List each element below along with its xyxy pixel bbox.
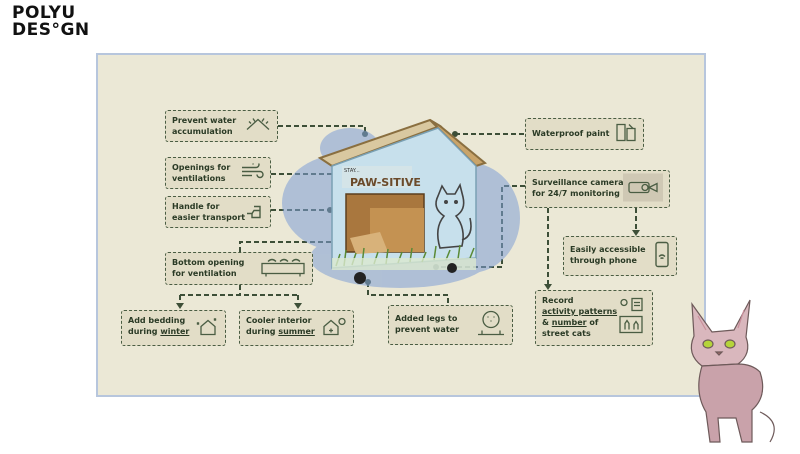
record-line-1: Record (542, 296, 574, 305)
bedding-season: winter (160, 327, 190, 336)
feature-record: Record activity patterns & number of str… (535, 290, 653, 346)
feature-legs: Added legs to prevent water (388, 305, 513, 345)
bedding-line-1: Add bedding (128, 316, 186, 325)
sphynx-cat-illustration (672, 292, 792, 450)
record-number: number (551, 318, 587, 327)
hand-handle-icon (244, 202, 264, 223)
feature-handle-label: Handle for easier transport (172, 202, 246, 222)
record-street-cats: street cats (542, 329, 591, 338)
feature-camera-label: Surveillance camera for 24/7 monitoring (532, 178, 624, 198)
sign-small-text: STAY... (344, 168, 360, 174)
wind-icon (240, 160, 264, 183)
feature-bottom-opening-label: Bottom opening for ventilation (172, 258, 245, 278)
bedding-line-2: during (128, 327, 161, 336)
feature-openings-label: Openings for ventilations (172, 163, 231, 183)
brand-logo: POLYU DES°GN (12, 5, 90, 39)
feature-bedding: Add bedding during winter (121, 310, 226, 346)
record-cats-icon (616, 297, 646, 340)
snow-house-icon (195, 317, 219, 340)
feature-waterproof-label: Waterproof paint (532, 129, 610, 138)
cooler-season: summer (278, 327, 315, 336)
record-of: of (586, 318, 599, 327)
camera-icon (623, 173, 663, 205)
brand-line-2: DES°GN (12, 20, 90, 40)
feature-phone-label: Easily accessible through phone (570, 245, 646, 265)
sign-title-text: PAW-SITIVE (350, 176, 421, 189)
roof-drain-icon (245, 116, 271, 137)
feature-openings: Openings for ventilations (165, 157, 271, 189)
feature-camera: Surveillance camera for 24/7 monitoring (525, 170, 670, 208)
feature-waterproof: Waterproof paint (525, 118, 644, 150)
feature-bottom-opening: Bottom opening for ventilation (165, 252, 313, 285)
cat-house-illustration: STAY... PAW-SITIVE (280, 108, 520, 298)
connector-legs (367, 282, 449, 305)
feature-phone: Easily accessible through phone (563, 236, 677, 276)
cooler-line-2: during (246, 327, 279, 336)
record-activity: activity patterns (542, 307, 618, 316)
feature-legs-label: Added legs to prevent water (395, 314, 460, 334)
paint-icon (615, 123, 637, 146)
feature-handle: Handle for easier transport (165, 196, 271, 228)
feature-cooler: Cooler interior during summer (239, 310, 354, 346)
phone-icon (654, 241, 670, 271)
sun-house-icon (321, 317, 347, 340)
feature-prevent-water-label: Prevent water accumulation (172, 116, 237, 136)
brand-line-1: POLYU (12, 3, 76, 23)
record-amp: & (542, 318, 552, 327)
feature-prevent-water: Prevent water accumulation (165, 110, 278, 142)
bottom-vent-icon (260, 257, 306, 280)
legs-water-icon (476, 309, 506, 342)
cooler-line-1: Cooler interior (246, 316, 312, 325)
connector-bottom-split (179, 285, 299, 303)
